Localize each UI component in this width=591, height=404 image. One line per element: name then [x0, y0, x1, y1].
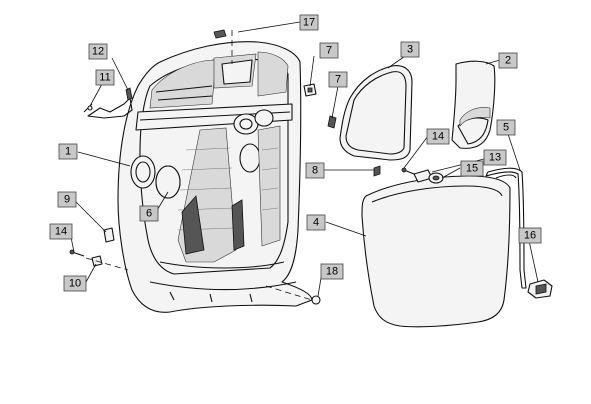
callout-16: 16 [518, 227, 542, 244]
svg-text:11: 11 [99, 72, 110, 84]
callout-2: 2 [498, 52, 518, 69]
svg-text:6: 6 [146, 208, 152, 220]
front-shield-4 [361, 175, 511, 328]
svg-text:1: 1 [65, 146, 71, 158]
svg-text:16: 16 [524, 230, 536, 242]
callout-3: 3 [400, 41, 420, 58]
svg-text:9: 9 [64, 194, 70, 206]
svg-text:10: 10 [69, 278, 81, 290]
svg-text:14: 14 [432, 131, 444, 143]
callout-10: 10 [63, 275, 87, 292]
svg-text:5: 5 [503, 122, 509, 134]
callout-7a: 7 [319, 42, 339, 59]
svg-text:8: 8 [312, 165, 318, 177]
clip-9 [103, 227, 115, 243]
callout-5: 5 [496, 119, 516, 136]
callout-12: 12 [88, 43, 108, 60]
callout-17: 17 [299, 14, 319, 31]
svg-text:3: 3 [407, 44, 413, 56]
callout-4: 4 [306, 214, 326, 231]
screw-7-lower [327, 115, 337, 129]
svg-text:7: 7 [326, 45, 332, 57]
callout-15: 15 [460, 160, 484, 177]
callout-7b: 7 [328, 71, 348, 88]
callout-8: 8 [305, 162, 325, 179]
knob-15 [428, 172, 444, 184]
bracket-12 [87, 87, 133, 119]
svg-text:17: 17 [303, 17, 315, 29]
leader-lines [69, 21, 539, 297]
svg-text:15: 15 [466, 163, 478, 175]
callout-9: 9 [57, 191, 77, 208]
callout-18: 18 [320, 263, 344, 280]
svg-text:12: 12 [92, 46, 104, 58]
screw-8 [373, 165, 381, 177]
callout-14b: 14 [49, 223, 73, 240]
screw-14-right [401, 167, 415, 175]
inner-leg-shield [117, 41, 313, 313]
callout-1: 1 [58, 143, 78, 160]
clip-16 [527, 279, 553, 299]
callout-6: 6 [139, 205, 159, 222]
svg-text:4: 4 [313, 217, 319, 229]
svg-text:13: 13 [489, 152, 501, 164]
callout-13: 13 [483, 149, 507, 166]
edge-trim-5 [485, 167, 527, 289]
glove-box-lid-3 [339, 65, 413, 161]
clip-7-upper [303, 83, 317, 97]
nut-18 [311, 295, 321, 305]
svg-text:14: 14 [55, 226, 67, 238]
cover-2 [451, 60, 496, 149]
screw-17 [213, 29, 227, 39]
round-lens-6 [155, 165, 181, 199]
callout-11: 11 [95, 69, 115, 86]
svg-text:2: 2 [505, 55, 511, 67]
screw-14-left [69, 249, 85, 257]
svg-text:7: 7 [335, 74, 341, 86]
callout-14a: 14 [426, 128, 450, 145]
svg-text:18: 18 [326, 266, 338, 278]
